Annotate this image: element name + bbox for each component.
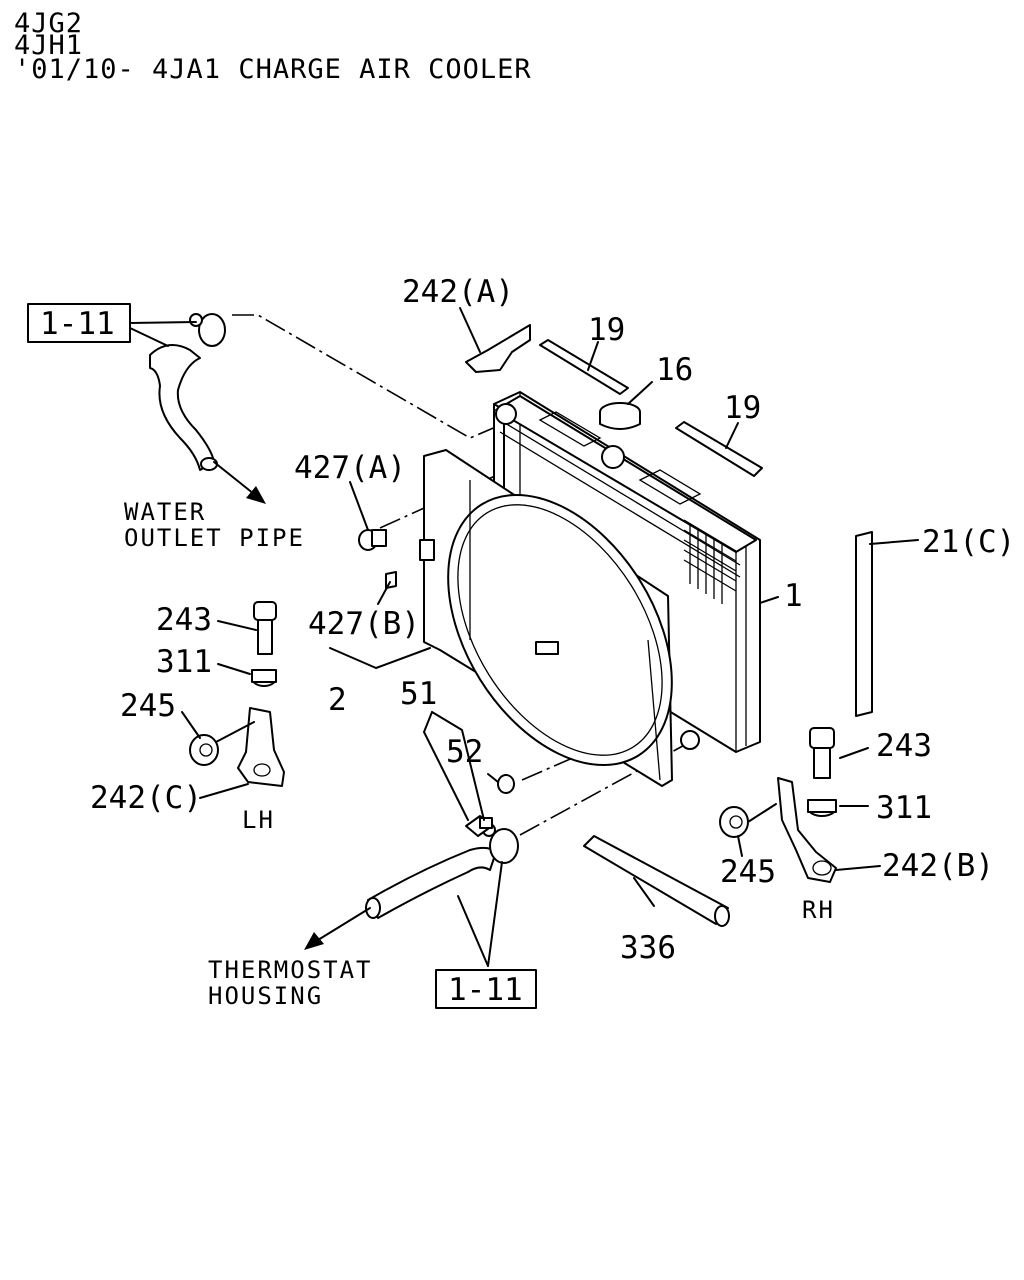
callout-19-left: 19 xyxy=(588,312,625,348)
callout-19-right: 19 xyxy=(724,390,761,426)
drain-plug[interactable] xyxy=(465,815,493,837)
model-line-1: 4JG2 xyxy=(14,8,83,39)
clip-427a[interactable] xyxy=(358,529,387,551)
reference-box-bottom[interactable]: 1-11 xyxy=(435,969,537,1009)
callout-242c: 242(C) xyxy=(90,780,202,816)
callout-427a: 427(A) xyxy=(294,450,406,486)
caption-rh: RH xyxy=(802,896,835,924)
upper-radiator-hose[interactable] xyxy=(149,344,218,471)
radiator-cap[interactable] xyxy=(599,402,641,430)
callout-242b: 242(B) xyxy=(882,848,994,884)
callout-336: 336 xyxy=(620,930,676,966)
cushion-lh[interactable] xyxy=(251,669,277,687)
callout-242a: 242(A) xyxy=(402,274,514,310)
caption-lh: LH xyxy=(242,806,275,834)
seal-strip-right[interactable] xyxy=(675,421,763,477)
callout-245-lh: 245 xyxy=(120,688,176,724)
bolt-rh[interactable] xyxy=(809,727,835,779)
callout-427b: 427(B) xyxy=(308,606,420,642)
caption-water-line2: OUTLET PIPE xyxy=(124,524,305,552)
upper-hose-clamp[interactable] xyxy=(189,313,226,347)
callout-311-rh: 311 xyxy=(876,790,932,826)
drain-washer[interactable] xyxy=(497,774,515,794)
callout-2: 2 xyxy=(328,682,347,718)
callout-243-lh: 243 xyxy=(156,602,212,638)
nut-lh[interactable] xyxy=(189,734,219,766)
callout-243-rh: 243 xyxy=(876,728,932,764)
upper-bracket[interactable] xyxy=(465,324,531,373)
water-outlet-arrow xyxy=(213,461,266,504)
nut-rh[interactable] xyxy=(719,806,749,838)
bracket-rh[interactable] xyxy=(777,777,837,883)
caption-thermostat-line2: HOUSING xyxy=(208,982,323,1010)
callout-16: 16 xyxy=(656,352,693,388)
seal-strip-left[interactable] xyxy=(539,339,629,395)
bracket-lh[interactable] xyxy=(237,707,285,787)
callout-311-lh: 311 xyxy=(156,644,212,680)
caption-water-line1: WATER xyxy=(124,498,206,526)
model-line-3: '01/10- 4JA1 CHARGE AIR COOLER xyxy=(14,54,532,85)
callout-245-rh: 245 xyxy=(720,854,776,890)
callout-52: 52 xyxy=(446,734,483,770)
thermostat-arrow xyxy=(304,907,371,950)
reference-box-top[interactable]: 1-11 xyxy=(27,303,131,343)
model-line-2: 4JH1 xyxy=(14,30,83,61)
fan-shroud[interactable] xyxy=(402,449,718,805)
callout-1: 1 xyxy=(784,578,803,614)
leader-lines xyxy=(129,307,919,967)
callout-21c: 21(C) xyxy=(922,524,1015,560)
lower-radiator-hose[interactable] xyxy=(365,846,497,919)
cushion-rh[interactable] xyxy=(807,799,837,817)
reference-label-bottom: 1-11 xyxy=(448,972,523,1008)
radiator-hose-336[interactable] xyxy=(583,835,730,927)
side-seal[interactable] xyxy=(855,531,873,717)
caption-thermostat-line1: THERMOSTAT xyxy=(208,956,373,984)
callout-51: 51 xyxy=(400,676,437,712)
bolt-lh[interactable] xyxy=(253,601,277,655)
reference-label-top: 1-11 xyxy=(40,306,115,342)
